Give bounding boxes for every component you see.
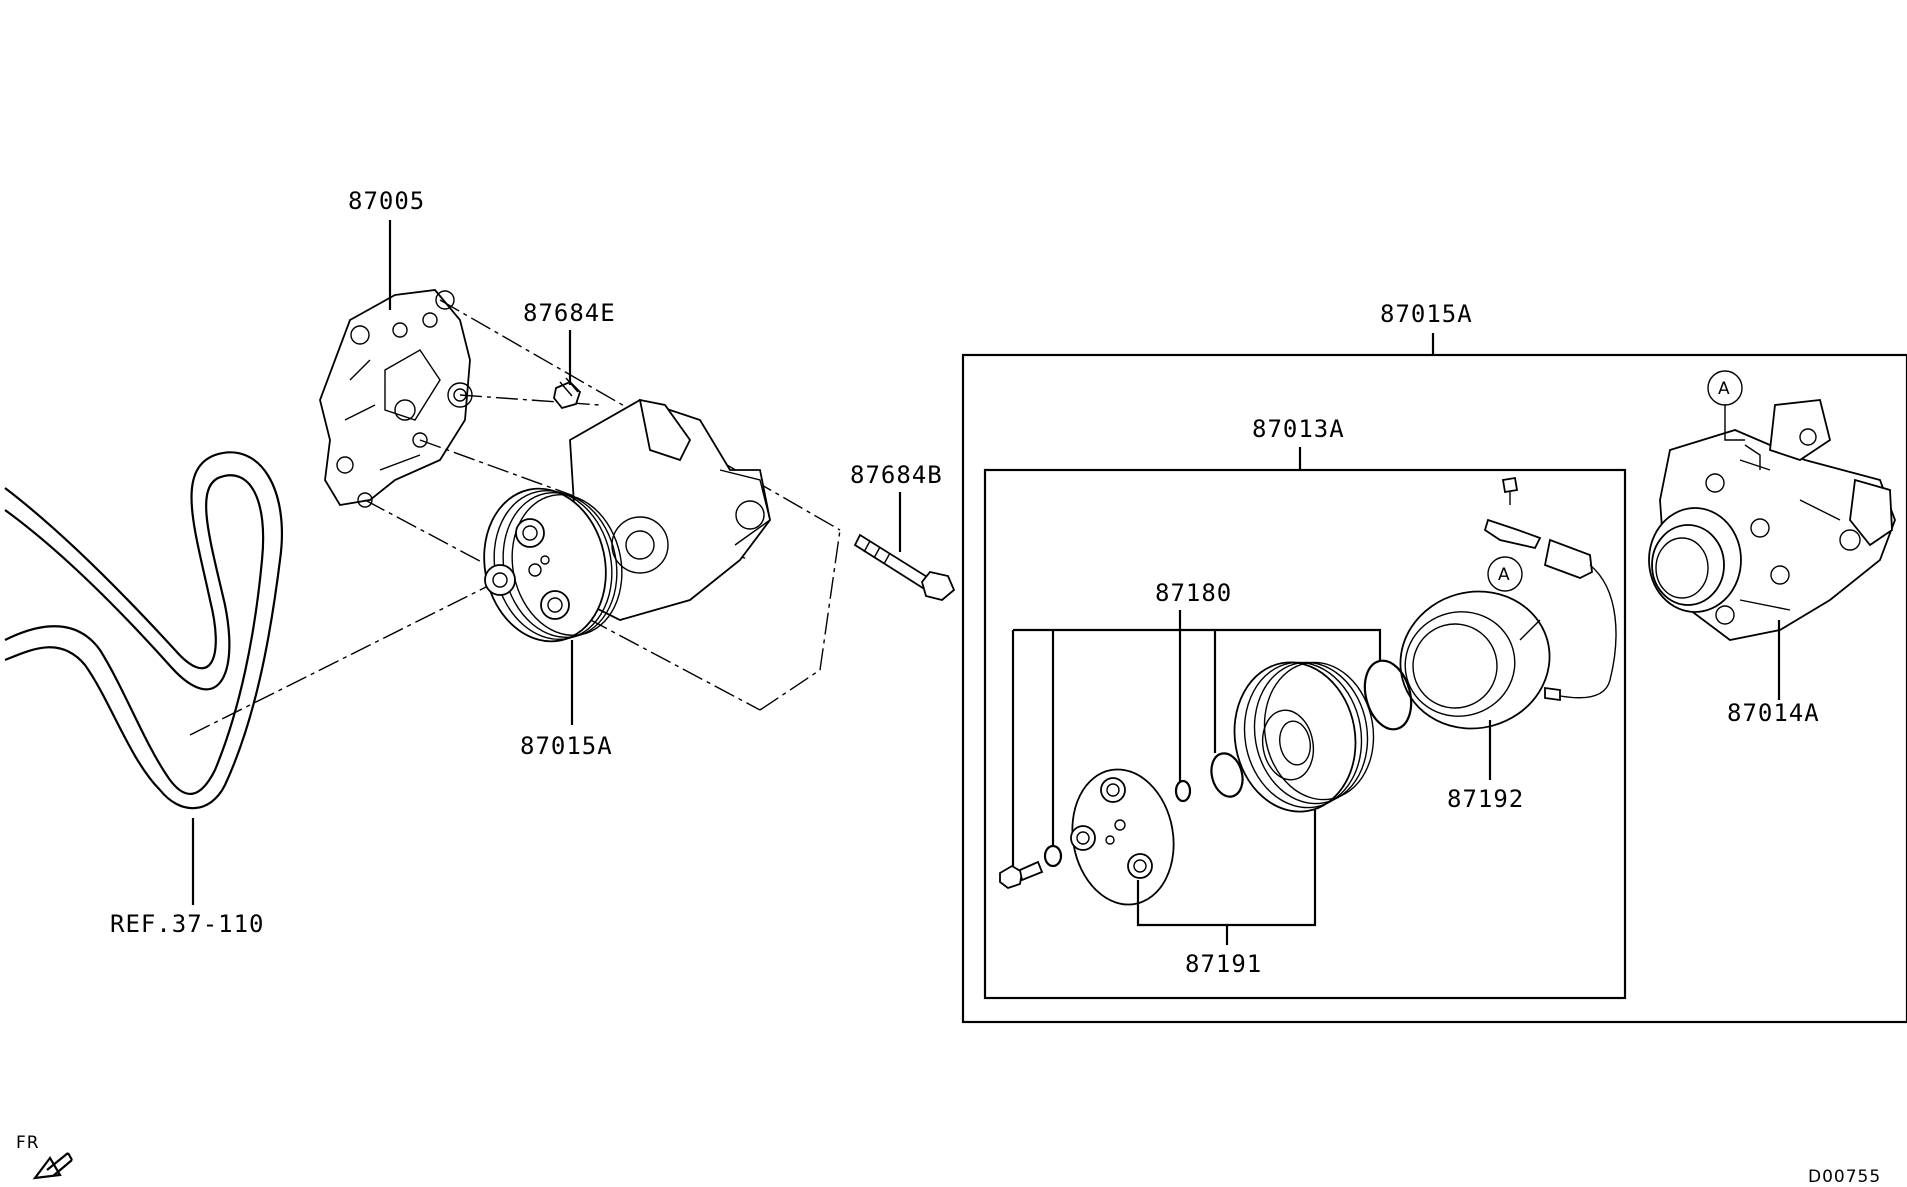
snap-ring [1363, 659, 1413, 731]
hub-bolt [999, 860, 1044, 890]
label-87192: 87192 [1447, 785, 1524, 813]
marker-a-label-1: A [1718, 379, 1731, 399]
front-label: FR [16, 1133, 40, 1153]
label-87015a-box: 87015A [1380, 300, 1473, 328]
washer [1043, 844, 1063, 868]
marker-a-compressor [1707, 370, 1745, 441]
pulley [1233, 661, 1375, 813]
label-87180: 87180 [1155, 579, 1232, 607]
compressor-assembly-left [483, 398, 771, 643]
label-87684e: 87684E [523, 299, 616, 327]
ring-small [1174, 779, 1192, 803]
leader-lines [191, 220, 1781, 945]
drive-belt [4, 451, 284, 810]
assembly-box-87013a [983, 468, 1627, 1000]
bolt-87684b [853, 533, 956, 601]
assembly-box-87015a [961, 353, 1907, 1024]
label-87684b: 87684B [850, 461, 943, 489]
label-87015a-left: 87015A [520, 732, 613, 760]
label-87191: 87191 [1185, 950, 1262, 978]
field-coil-87192 [1399, 590, 1551, 730]
compressor-body-87014a [1648, 399, 1896, 641]
marker-a-label-2: A [1498, 565, 1511, 585]
ring-large [1210, 752, 1244, 798]
bolt-87684e [553, 377, 582, 410]
label-87013a: 87013A [1252, 415, 1345, 443]
label-ref-37-110: REF.37-110 [110, 910, 265, 938]
label-87014a: 87014A [1727, 699, 1820, 727]
front-arrow-icon [32, 1152, 73, 1180]
clutch-hub [1070, 768, 1175, 906]
drawing-id: D00755 [1808, 1167, 1881, 1187]
compressor-bracket [319, 289, 473, 508]
coil-connector [1483, 476, 1617, 702]
label-87005: 87005 [348, 187, 425, 215]
